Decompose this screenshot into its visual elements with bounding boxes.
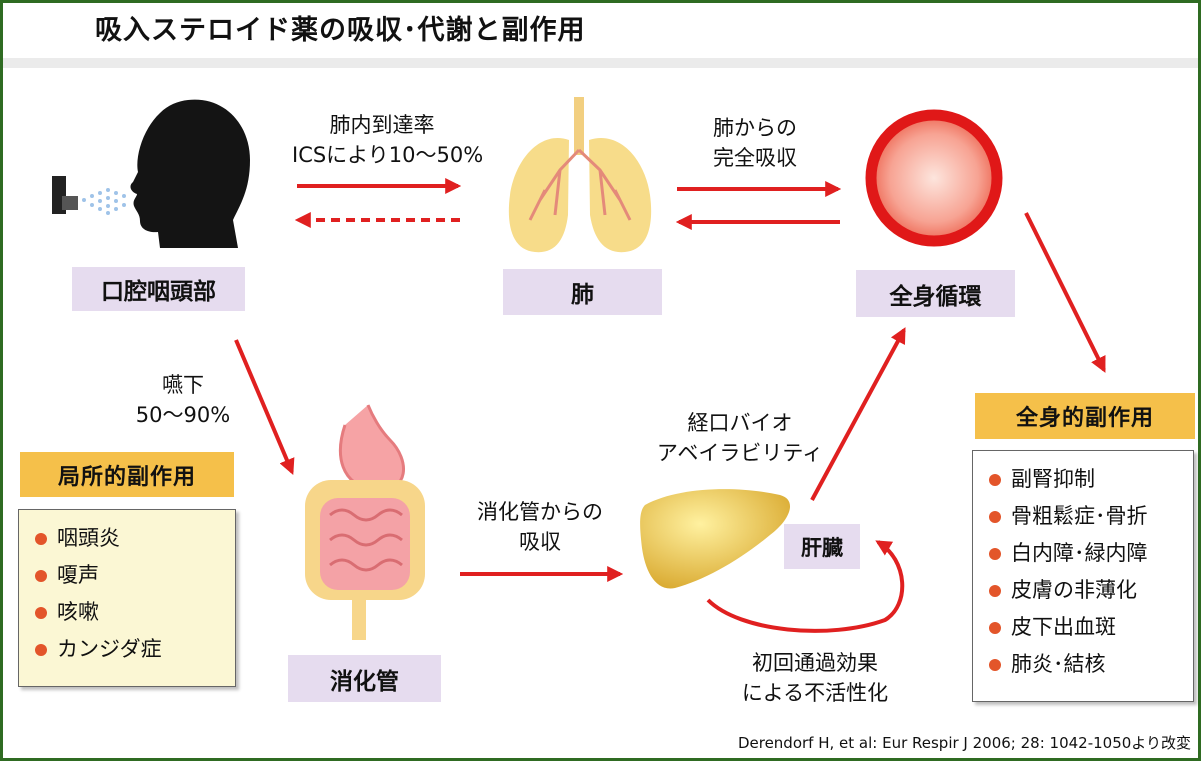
lungs-icon xyxy=(508,97,652,253)
first-pass-line2: による不活性化 xyxy=(741,681,889,705)
lung-absorption-line2: 完全吸収 xyxy=(713,146,797,170)
local-effects-list: 咽頭炎 嗄声 咳嗽 カンジダ症 xyxy=(35,520,235,668)
arrow-first-pass-loop xyxy=(706,540,905,633)
arrow-systemic-to-effects xyxy=(1024,212,1106,373)
list-item: 咽頭炎 xyxy=(35,520,235,557)
lung-deposition-text: 肺内到達率 ICSにより10～50% xyxy=(292,110,484,170)
list-item: 嗄声 xyxy=(35,557,235,594)
list-item: 副腎抑制 xyxy=(989,461,1193,498)
node-label-liver: 肝臓 xyxy=(784,524,860,569)
oral-bioavail-line1: 経口バイオ xyxy=(687,411,793,435)
lung-deposition-line1: 肺内到達率 xyxy=(329,113,435,137)
title-band xyxy=(3,58,1198,68)
lung-absorption-line1: 肺からの xyxy=(713,116,797,140)
first-pass-line1: 初回通過効果 xyxy=(752,651,878,675)
list-item: 白内障･緑内障 xyxy=(989,535,1193,572)
head-silhouette-icon xyxy=(130,99,250,248)
gut-absorption-line2: 吸収 xyxy=(519,530,561,554)
swallow-line1: 嚥下 xyxy=(162,373,204,397)
arrow-oral-to-gut xyxy=(234,339,295,475)
node-label-oral: 口腔咽頭部 xyxy=(72,267,245,311)
liver-icon xyxy=(640,489,791,589)
local-effects-box: 咽頭炎 嗄声 咳嗽 カンジダ症 xyxy=(18,509,236,687)
circulation-circle-icon xyxy=(865,109,1003,247)
bullet-icon xyxy=(989,473,1001,486)
gut-absorption-line1: 消化管からの xyxy=(477,500,603,524)
oral-bioavail-line2: アベイラビリティ xyxy=(656,441,824,465)
first-pass-text: 初回通過効果 による不活性化 xyxy=(715,648,915,708)
gut-absorption-text: 消化管からの 吸収 xyxy=(460,497,620,557)
list-item: 皮下出血斑 xyxy=(989,609,1193,646)
oral-bioavailability-text: 経口バイオ アベイラビリティ xyxy=(640,408,840,468)
bullet-icon xyxy=(35,532,47,545)
node-label-systemic: 全身循環 xyxy=(856,270,1015,317)
systemic-effects-header: 全身的副作用 xyxy=(975,393,1195,439)
digestive-tract-icon xyxy=(305,404,425,640)
bullet-icon xyxy=(35,643,47,656)
arrow-liver-to-systemic xyxy=(810,327,906,501)
citation: Derendorf H, et al: Eur Respir J 2006; 2… xyxy=(737,734,1191,752)
list-item: 骨粗鬆症･骨折 xyxy=(989,498,1193,535)
bullet-icon xyxy=(989,510,1001,523)
inhaler-icon xyxy=(52,176,126,215)
page-title: 吸入ステロイド薬の吸収･代謝と副作用 xyxy=(95,15,586,46)
node-label-gut: 消化管 xyxy=(288,655,441,702)
systemic-effects-box: 副腎抑制 骨粗鬆症･骨折 白内障･緑内障 皮膚の非薄化 皮下出血斑 肺炎･結核 xyxy=(972,450,1194,702)
node-label-lung: 肺 xyxy=(503,269,662,315)
list-item: 咳嗽 xyxy=(35,594,235,631)
swallow-line2: 50～90% xyxy=(135,403,231,427)
bullet-icon xyxy=(989,621,1001,634)
swallow-text: 嚥下 50～90% xyxy=(118,370,248,430)
list-item: 皮膚の非薄化 xyxy=(989,572,1193,609)
bullet-icon xyxy=(35,569,47,582)
list-item: 肺炎･結核 xyxy=(989,646,1193,683)
lung-deposition-line2: ICSにより10～50% xyxy=(292,143,484,167)
list-item: カンジダ症 xyxy=(35,631,235,668)
local-effects-header: 局所的副作用 xyxy=(20,452,234,497)
systemic-effects-list: 副腎抑制 骨粗鬆症･骨折 白内障･緑内障 皮膚の非薄化 皮下出血斑 肺炎･結核 xyxy=(989,461,1193,683)
bullet-icon xyxy=(989,658,1001,671)
bullet-icon xyxy=(989,584,1001,597)
lung-absorption-text: 肺からの 完全吸収 xyxy=(690,113,820,173)
bullet-icon xyxy=(989,547,1001,560)
bullet-icon xyxy=(35,606,47,619)
